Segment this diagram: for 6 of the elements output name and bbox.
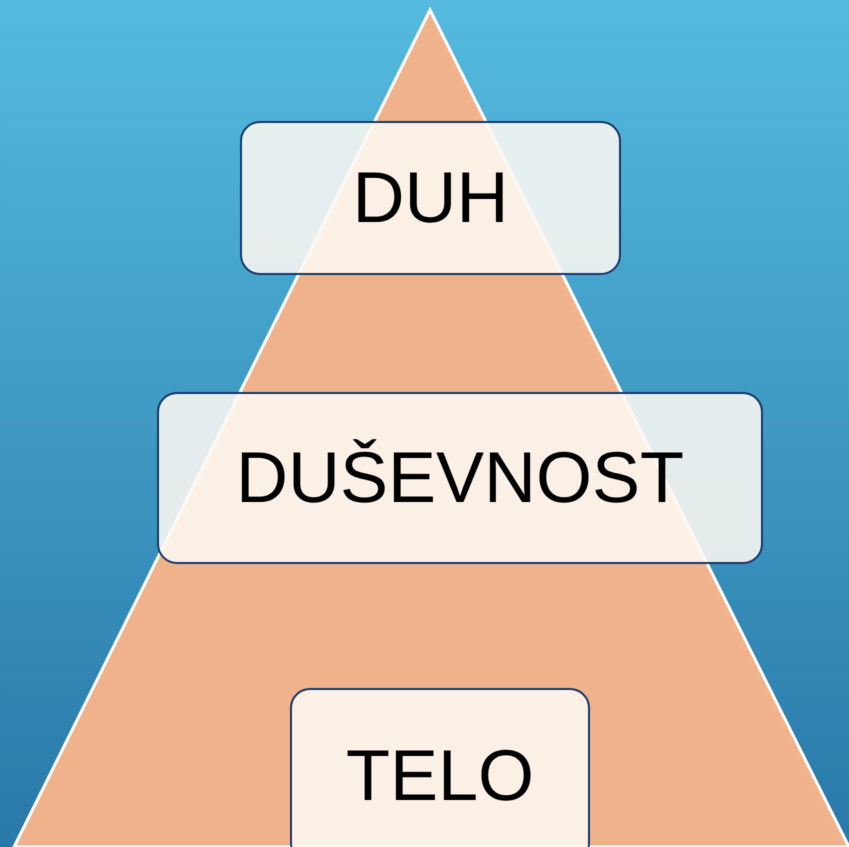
level-label: TELO [346,734,534,816]
level-box [240,121,621,275]
level-box [290,688,590,847]
level-box [157,392,763,564]
level-label: DUH [352,157,508,239]
level-label: DUŠEVNOST [236,437,684,519]
